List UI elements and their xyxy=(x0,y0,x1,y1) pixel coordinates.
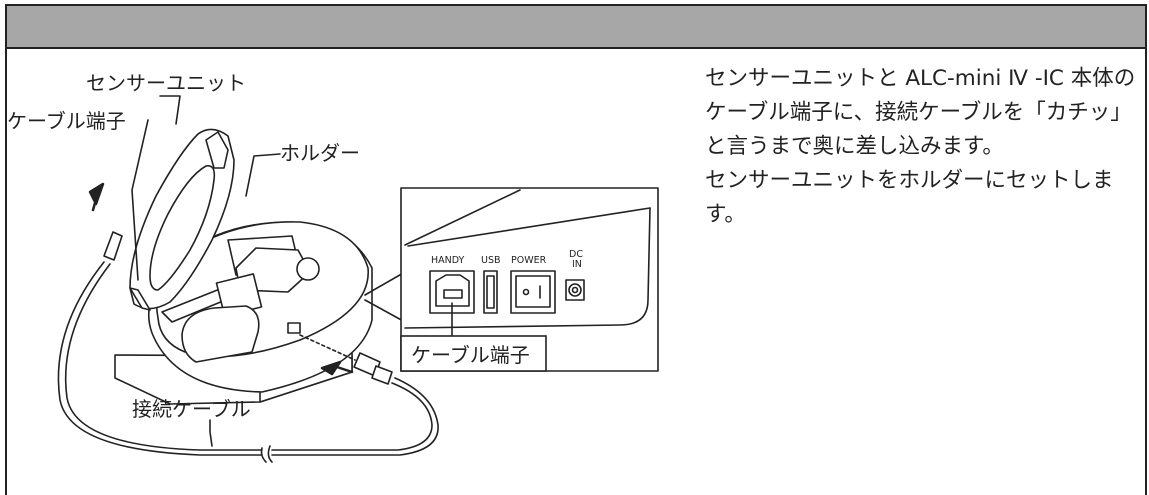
power-label: POWER xyxy=(511,255,547,266)
holder-pad-2 xyxy=(181,305,260,363)
sensor-unit-connector xyxy=(129,287,151,311)
sensor-unit-label: センサーユニット xyxy=(86,71,246,95)
handy-port-label: HANDY xyxy=(431,255,465,266)
arrow-up-icon xyxy=(88,182,105,212)
usb-port-label: USB xyxy=(481,255,501,266)
arrow-left-icon xyxy=(320,360,354,376)
dc-label: DC xyxy=(569,249,583,260)
cable-terminal-label-top: ケーブル端子 xyxy=(7,109,126,133)
instruction-paragraph-2: センサーユニットをホルダーにセットします。 xyxy=(705,168,1114,227)
cable-bottom-plug-tip xyxy=(371,365,393,385)
connection-cable-label: 接続ケーブル xyxy=(132,397,251,421)
instruction-paragraph-1: センサーユニットと ALC-mini Ⅳ -IC 本体のケーブル端子に、接続ケー… xyxy=(705,66,1136,159)
sensor-unit-window xyxy=(149,164,216,291)
cable-right-run xyxy=(271,377,439,456)
cable-top-plug xyxy=(103,231,123,261)
holder-label: ホルダー xyxy=(280,141,360,165)
sensor-unit-grip xyxy=(205,131,229,169)
cable-left-run xyxy=(57,261,263,456)
instruction-text: センサーユニットと ALC-mini Ⅳ -IC 本体のケーブル端子に、接続ケー… xyxy=(705,62,1145,232)
in-label: IN xyxy=(572,259,582,270)
cable-terminal-label-inset: ケーブル端子 xyxy=(411,343,530,367)
holder-port-small xyxy=(287,322,301,334)
holder-button xyxy=(296,257,320,281)
section-header-bar xyxy=(7,6,1145,49)
